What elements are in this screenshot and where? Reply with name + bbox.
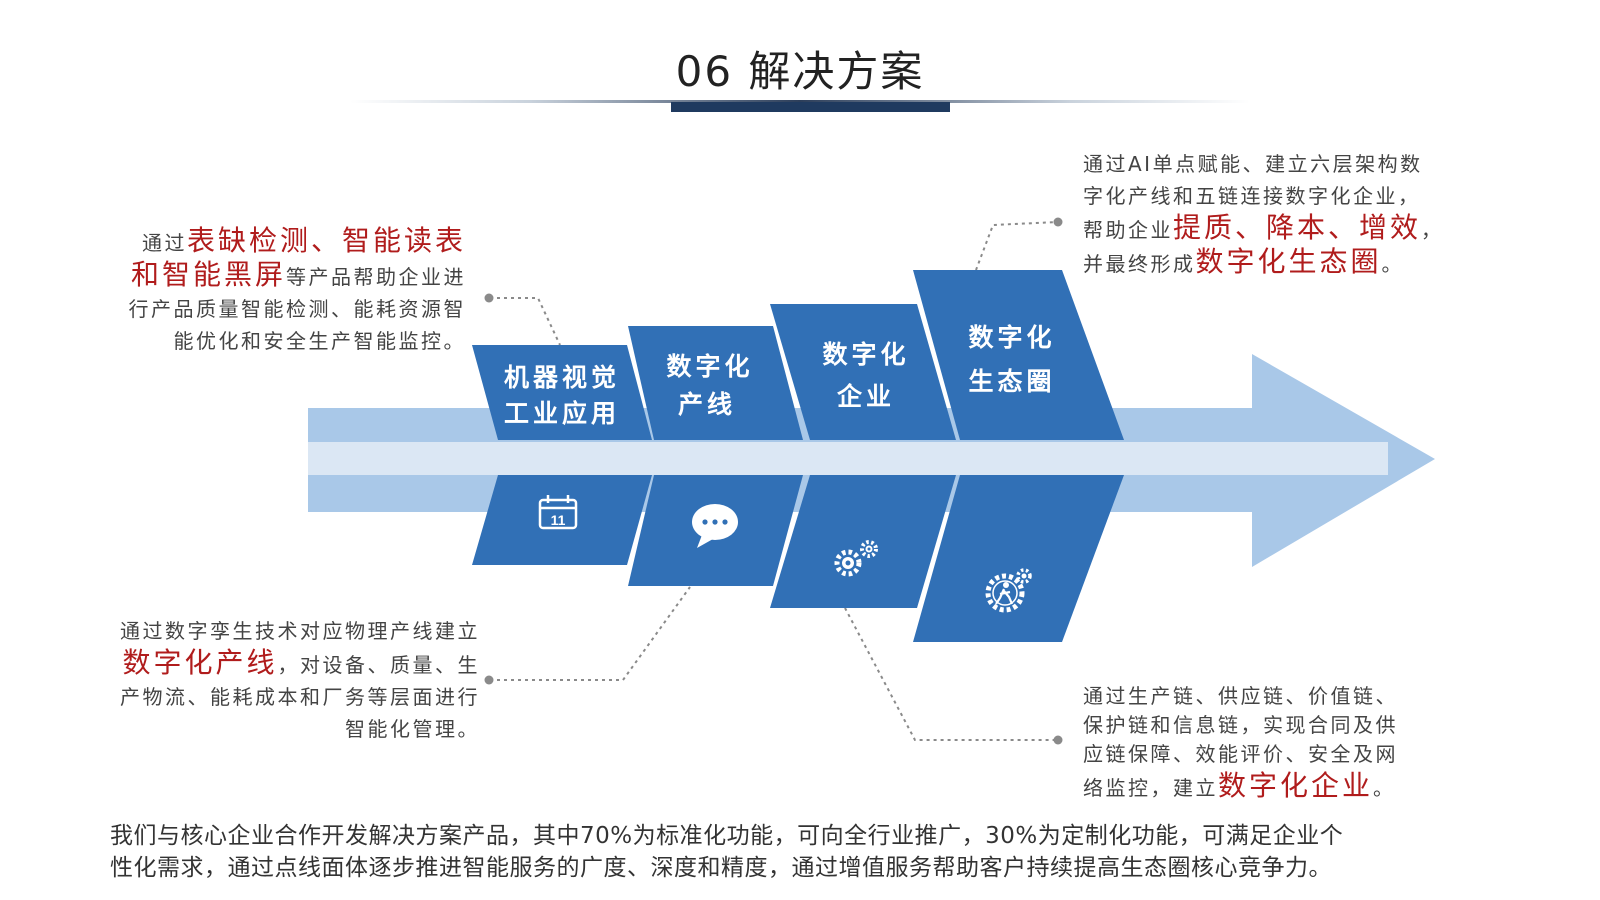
leader-lines (490, 221, 1059, 741)
stage-3-lower[interactable] (770, 475, 956, 608)
desc-tr-highlight-3: 提质、降本、增效 (1173, 211, 1422, 244)
desc-bl-post-2: ，对设备、质量、生 (277, 653, 480, 677)
summary-line-1: 我们与核心企业合作开发解决方案产品，其中70%为标准化功能，可向全行业推广，30… (110, 823, 1344, 849)
calendar-icon: 11 (538, 495, 578, 530)
leader-line-bottom-left (490, 586, 691, 681)
summary-line-2: 性化需求，通过点线面体逐步推进智能服务的广度、深度和精度，通过增值服务帮助客户持… (110, 855, 1332, 881)
desc-tl-highlight-1: 表缺检测、智能读表 (186, 224, 466, 257)
stage-4-label-line2: 生态圈 (968, 367, 1055, 396)
desc-tr-post-3: ， (1421, 218, 1444, 242)
desc-tr-highlight-4: 数字化生态圈 (1195, 245, 1382, 278)
stage-2-label-line1: 数字化 (666, 352, 753, 381)
desc-tr-post-4: 。 (1381, 252, 1405, 276)
calendar-icon-day: 11 (551, 512, 566, 528)
stage-1-label-line1: 机器视觉 (504, 363, 620, 392)
chat-bubble-icon (692, 504, 738, 548)
leader-line-top-right (975, 221, 1059, 271)
title-underline (350, 100, 1250, 103)
desc-machine-vision: 通过表缺检测、智能读表 和智能黑屏等产品帮助企业进 行产品质量智能检测、能耗资源… (86, 225, 466, 357)
stage-4-label-line1: 数字化 (968, 323, 1055, 352)
desc-br-line-3: 应链保障、效能评价、安全及网 (1083, 742, 1398, 766)
arrow-center-band (308, 442, 1388, 475)
stage-1-upper[interactable] (472, 345, 652, 440)
desc-bl-line-3: 产物流、能耗成本和厂务等层面进行 (120, 685, 480, 709)
stage-3-label-line1: 数字化 (822, 340, 909, 369)
desc-tr-line-2: 字化产线和五链连接数字化企业， (1083, 184, 1421, 208)
desc-bl-highlight: 数字化产线 (122, 646, 278, 679)
desc-digital-enterprise: 通过生产链、供应链、价值链、 保护链和信息链，实现合同及供 应链保障、效能评价、… (1083, 682, 1503, 803)
leader-dot-top-right (1053, 217, 1063, 227)
summary-paragraph: 我们与核心企业合作开发解决方案产品，其中70%为标准化功能，可向全行业推广，30… (110, 820, 1510, 884)
leader-dot-bottom-right (1053, 735, 1063, 745)
stage-2-upper[interactable] (628, 326, 803, 440)
stage-4-upper[interactable] (913, 270, 1124, 440)
leader-line-bottom-right (844, 607, 1058, 741)
desc-tr-pre-3: 帮助企业 (1083, 218, 1173, 242)
page-title: 06 解决方案 (675, 47, 925, 96)
desc-digital-production-line: 通过数字孪生技术对应物理产线建立 数字化产线，对设备、质量、生 产物流、能耗成本… (80, 615, 480, 745)
desc-tl-rest-2: 行产品质量智能检测、能耗资源智 (128, 297, 466, 321)
desc-bl-line-1: 通过数字孪生技术对应物理产线建立 (120, 619, 480, 643)
leader-dot-bottom-left (484, 675, 494, 685)
leader-line-top-left (490, 297, 561, 346)
stage-3-upper[interactable] (770, 304, 956, 440)
stage-4-lower[interactable] (913, 475, 1124, 642)
stage-2-label-line2: 产线 (678, 390, 736, 419)
gears-icon (834, 540, 878, 577)
leader-dot-top-left (484, 293, 494, 303)
desc-br-pre-4: 络监控，建立 (1083, 776, 1218, 800)
desc-tr-pre-4: 并最终形成 (1083, 252, 1196, 276)
person-gear-icon (985, 568, 1032, 613)
title-accent-bar (671, 102, 950, 112)
desc-bl-line-4: 智能化管理。 (345, 717, 480, 741)
stage-3-label-line2: 企业 (837, 382, 895, 411)
desc-tl-pre: 通过 (141, 231, 187, 255)
desc-br-post-4: 。 (1373, 776, 1396, 800)
desc-tl-rest-1: 等产品帮助企业进 (286, 265, 466, 289)
stage-1-label-line2: 工业应用 (504, 399, 620, 428)
desc-br-highlight: 数字化企业 (1218, 769, 1374, 802)
desc-br-line-1: 通过生产链、供应链、价值链、 (1083, 684, 1398, 708)
desc-tl-rest-3: 能优化和安全生产智能监控。 (173, 329, 466, 353)
desc-tr-line-1: 通过AI单点赋能、建立六层架构数 (1083, 152, 1423, 176)
desc-br-line-2: 保护链和信息链，实现合同及供 (1083, 713, 1398, 737)
stage-1-lower[interactable] (472, 475, 652, 565)
desc-tl-highlight-2: 和智能黑屏 (130, 258, 286, 291)
desc-digital-ecosystem: 通过AI单点赋能、建立六层架构数 字化产线和五链连接数字化企业， 帮助企业提质、… (1083, 148, 1503, 280)
